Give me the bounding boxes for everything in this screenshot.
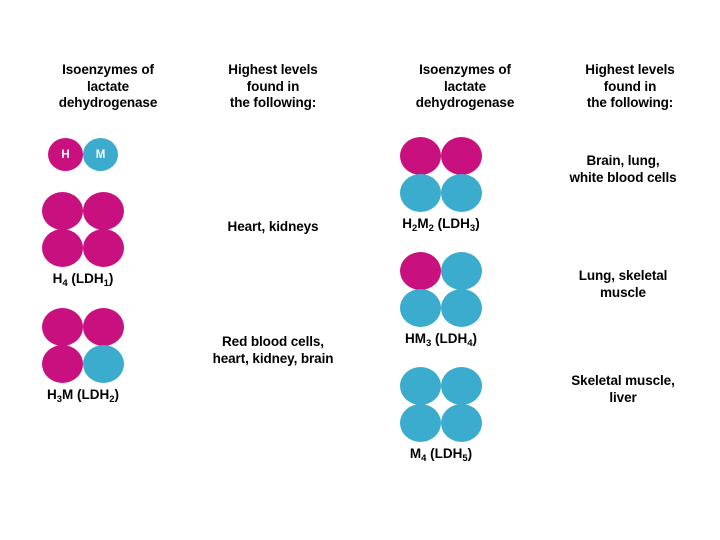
ldh4-subunit-4 — [441, 289, 482, 327]
isoenzyme-ldh1: H4 (LDH1) — [42, 192, 124, 289]
ldh3-subunit-grid — [400, 137, 482, 212]
ldh4-subunit-grid — [400, 252, 482, 327]
ldh3-subunit-1 — [400, 137, 441, 175]
ldh4-subunit-1 — [400, 252, 441, 290]
ldh2-subunit-3 — [42, 345, 83, 383]
ldh1-subunit-3 — [42, 229, 83, 267]
legend-grid: H M — [42, 138, 124, 171]
isoenzyme-ldh4: HM3 (LDH4) — [400, 252, 482, 349]
ldh5-subunit-grid — [400, 367, 482, 442]
tissues-ldh4: Lung, skeletal muscle — [578, 268, 668, 300]
ldh3-subunit-4 — [441, 174, 482, 212]
ldh4-subunit-2 — [441, 252, 482, 290]
tissues-ldh5: Skeletal muscle, liver — [571, 373, 675, 405]
tissues-ldh1: Heart, kidneys — [227, 219, 319, 234]
ldh2-label: H3M (LDH2) — [46, 387, 120, 405]
ldh5-label: M4 (LDH5) — [409, 446, 473, 464]
ldh1-subunit-1 — [42, 192, 83, 230]
legend-m-subunit: M — [83, 138, 118, 171]
isoenzyme-ldh2: H3M (LDH2) — [42, 308, 124, 405]
ldh1-subunit-4 — [83, 229, 124, 267]
subunit-legend: H M — [42, 138, 124, 171]
legend-h-subunit: H — [48, 138, 83, 171]
ldh5-subunit-2 — [441, 367, 482, 405]
ldh3-subunit-3 — [400, 174, 441, 212]
tissues-ldh2: Red blood cells, heart, kidney, brain — [212, 334, 334, 366]
tissues-ldh3: Brain, lung, white blood cells — [569, 153, 677, 185]
ldh5-subunit-1 — [400, 367, 441, 405]
ldh2-subunit-4 — [83, 345, 124, 383]
ldh5-subunit-4 — [441, 404, 482, 442]
header-right-tissues: Highest levels found in the following: — [585, 62, 675, 110]
ldh3-label: H2M2 (LDH3) — [402, 216, 480, 234]
ldh2-subunit-2 — [83, 308, 124, 346]
ldh1-subunit-grid — [42, 192, 124, 267]
ldh2-subunit-grid — [42, 308, 124, 383]
ldh1-label: H4 (LDH1) — [52, 271, 114, 289]
isoenzyme-ldh3: H2M2 (LDH3) — [400, 137, 482, 234]
ldh5-subunit-3 — [400, 404, 441, 442]
ldh2-subunit-1 — [42, 308, 83, 346]
header-right-isoenzymes: Isoenzymes of lactate dehydrogenase — [415, 62, 515, 110]
header-left-tissues: Highest levels found in the following: — [228, 62, 318, 110]
ldh4-label: HM3 (LDH4) — [404, 331, 478, 349]
ldh4-subunit-3 — [400, 289, 441, 327]
ldh1-subunit-2 — [83, 192, 124, 230]
ldh3-subunit-2 — [441, 137, 482, 175]
isoenzyme-ldh5: M4 (LDH5) — [400, 367, 482, 464]
header-left-isoenzymes: Isoenzymes of lactate dehydrogenase — [58, 62, 158, 110]
